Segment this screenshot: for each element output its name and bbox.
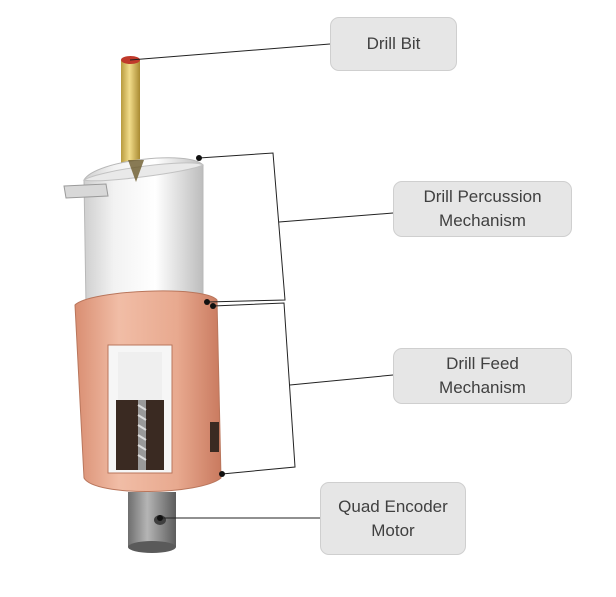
callout-motor-line2: Motor [371, 520, 415, 540]
callout-percussion-line1: Drill Percussion [423, 187, 542, 206]
dot-feed-bottom [219, 471, 225, 477]
callout-percussion-line2: Mechanism [439, 211, 526, 230]
callout-feed-line2: Mechanism [439, 378, 526, 397]
callout-encoder-motor: Quad Encoder Motor [320, 482, 466, 555]
encoder-motor-part [128, 492, 176, 553]
leader-drill-bit [129, 43, 331, 61]
callout-feed-mechanism: Drill Feed Mechanism [393, 348, 572, 404]
bracket-feed [212, 302, 296, 475]
leader-feed [289, 374, 394, 386]
dot-percussion-bottom [204, 299, 210, 305]
callout-drill-bit: Drill Bit [330, 17, 457, 71]
dot-percussion-top [196, 155, 202, 161]
callout-feed-line1: Drill Feed [446, 354, 519, 373]
leader-percussion [278, 212, 394, 223]
dot-motor [157, 515, 163, 521]
leader-lines [129, 43, 394, 519]
dot-feed-top [210, 303, 216, 309]
leader-dots [157, 155, 225, 521]
drill-bit-part [121, 56, 140, 170]
callout-percussion-mechanism: Drill Percussion Mechanism [393, 181, 572, 237]
bracket-percussion [198, 152, 286, 303]
feed-frame-part [74, 290, 222, 492]
percussion-cylinder-part [63, 157, 205, 314]
callout-motor-line1: Quad Encoder [338, 496, 448, 516]
callout-drill-bit-text: Drill Bit [366, 34, 421, 53]
